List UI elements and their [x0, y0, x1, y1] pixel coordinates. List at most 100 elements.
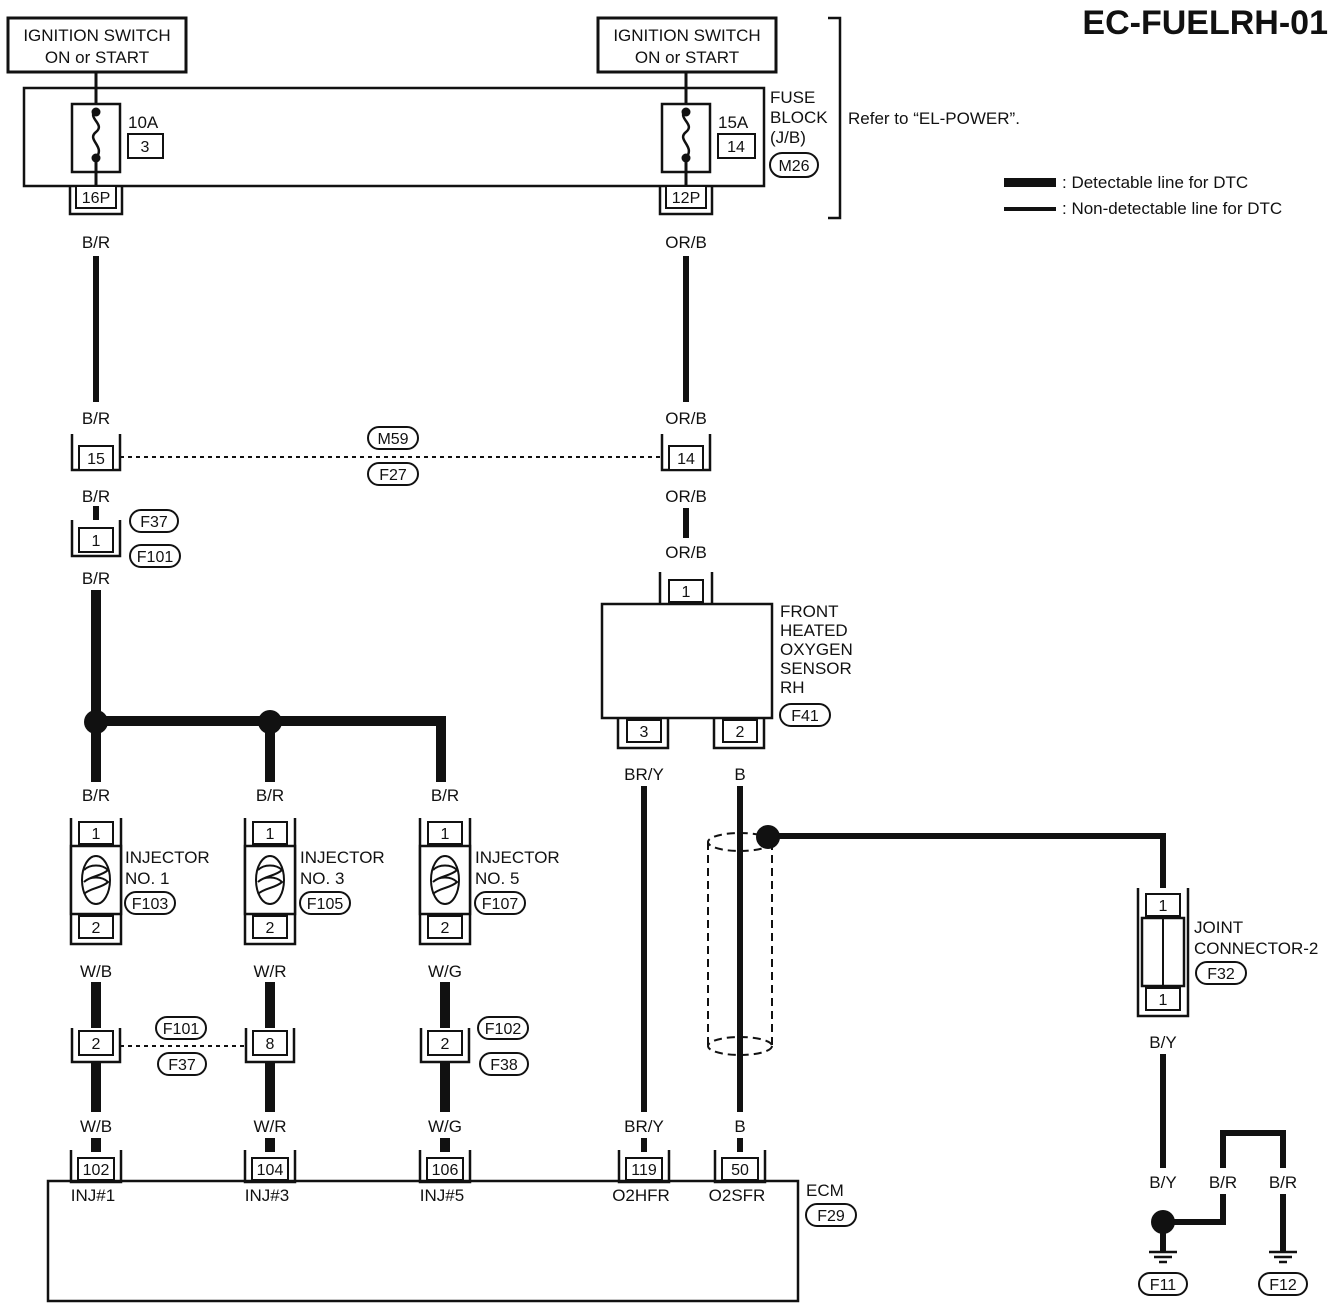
wire-label-injector-3-br: B/R	[256, 786, 284, 805]
o2-pin-2: 2	[736, 724, 745, 741]
refer-text: Refer to “EL-POWER”.	[848, 109, 1020, 128]
ignition-switch-right: IGNITION SWITCH ON or START	[596, 16, 778, 74]
connector-m59: M59	[377, 431, 408, 448]
ecm-pin-102: 102 INJ#1	[69, 1150, 123, 1205]
connector-f37-lower: F37	[168, 1057, 196, 1074]
o2-label-1: FRONT	[780, 602, 839, 621]
connector-f38: F38	[490, 1057, 518, 1074]
o2-label-5: RH	[780, 678, 805, 697]
wire-label-b-2: B	[734, 1117, 745, 1136]
wire-label-br-ground-1: B/R	[1209, 1173, 1237, 1192]
injector-1-connector: F103	[132, 896, 169, 913]
wire-label-br-4: B/R	[82, 569, 110, 588]
fuse-right-amp: 15A	[718, 113, 749, 132]
legend-detectable-swatch	[1004, 178, 1056, 187]
ecm-pin-106-name: INJ#5	[420, 1186, 464, 1205]
wire-label-br-3: B/R	[82, 487, 110, 506]
ecm-pin-106: 106 INJ#5	[418, 1150, 472, 1205]
ecm-pin-102-num: 102	[83, 1162, 110, 1179]
pin-14: 14	[677, 451, 695, 468]
ecm-pin-104-num: 104	[257, 1162, 284, 1179]
fuse-block-label-3: (J/B)	[770, 128, 806, 147]
o2-pin-1: 1	[682, 584, 691, 601]
refer-bracket	[828, 16, 842, 220]
wire-label-orb-2: OR/B	[665, 409, 707, 428]
connector-f101-f37-pins: 2 8 F101 F37	[70, 1016, 296, 1076]
ignition-left-line-2: ON or START	[45, 48, 149, 67]
wire-label-wb-2: W/B	[80, 1117, 112, 1136]
pin-f102-2: 2	[441, 1036, 450, 1053]
ecm-pin-119: 119 O2HFR	[612, 1150, 671, 1205]
injector-5-pin-1: 1	[441, 826, 450, 843]
connector-f102: F102	[485, 1021, 522, 1038]
ecm-pin-50-name: O2SFR	[709, 1186, 766, 1205]
ecm-pin-104: 104 INJ#3	[243, 1150, 297, 1205]
ecm-connector: F29	[817, 1208, 845, 1225]
injector-3-label-2: NO. 3	[300, 869, 344, 888]
wire-label-wr-2: W/R	[253, 1117, 286, 1136]
wire-label-wr-1: W/R	[253, 962, 286, 981]
pin-2-left: 2	[92, 1036, 101, 1053]
wire-label-by-1: B/Y	[1149, 1033, 1176, 1052]
wire-label-wg-2: W/G	[428, 1117, 462, 1136]
connector-16p: 16P	[68, 185, 124, 216]
wire-label-injector-1-br: B/R	[82, 786, 110, 805]
wire-label-orb-3: OR/B	[665, 487, 707, 506]
ignition-right-line-2: ON or START	[635, 48, 739, 67]
ecm-pin-104-name: INJ#3	[245, 1186, 289, 1205]
wire-label-by-2: B/Y	[1149, 1173, 1176, 1192]
ecm-pin-119-name: O2HFR	[612, 1186, 670, 1205]
injector-5-pin-2: 2	[441, 920, 450, 937]
fuse-block: 10A 3 15A 14 FUSE BLOCK (J/B) M26	[22, 72, 828, 196]
wire-label-injector-5-br: B/R	[431, 786, 459, 805]
legend-detectable-text: : Detectable line for DTC	[1062, 173, 1248, 192]
ecm-pin-119-num: 119	[631, 1162, 657, 1179]
ecm-pin-50-num: 50	[731, 1162, 749, 1179]
joint-label-2: CONNECTOR-2	[1194, 939, 1318, 958]
connector-m59-left-pin: 15	[70, 434, 122, 472]
connector-f101-lower: F101	[163, 1021, 200, 1038]
fuse-block-label-2: BLOCK	[770, 108, 828, 127]
injector-5-connector: F107	[482, 896, 519, 913]
ecm-label: ECM	[806, 1181, 844, 1200]
injector-1-label-1: INJECTOR	[125, 848, 210, 867]
joint-pin-bottom: 1	[1159, 992, 1168, 1009]
wire-label-orb-1: OR/B	[665, 233, 707, 252]
ground-f12: F12	[1269, 1277, 1297, 1294]
o2-label-4: SENSOR	[780, 659, 852, 678]
connector-12p-label: 12P	[672, 190, 700, 207]
injector-3: B/R 1 2 INJECTOR NO. 3 F105	[243, 786, 385, 946]
o2-pin-3: 3	[640, 724, 649, 741]
injector-1: B/R 1 2 INJECTOR NO. 1 F103	[69, 786, 210, 946]
ground-f11: F11	[1150, 1277, 1176, 1294]
ignition-right-line-1: IGNITION SWITCH	[613, 26, 760, 45]
wire-label-br-2: B/R	[82, 409, 110, 428]
fuse-right-number: 14	[727, 139, 745, 156]
wire-label-orb-4: OR/B	[665, 543, 707, 562]
joint-pin-top: 1	[1159, 898, 1168, 915]
o2-connector: F41	[791, 708, 819, 725]
connector-f37: F37	[140, 514, 168, 531]
joint-label-1: JOINT	[1194, 918, 1243, 937]
legend: : Detectable line for DTC : Non-detectab…	[1004, 173, 1282, 218]
injector-3-label-1: INJECTOR	[300, 848, 385, 867]
fuse-block-label-1: FUSE	[770, 88, 815, 107]
ecm: ECM F29 102 INJ#1 104 INJ#3 106 INJ#5 11…	[46, 1150, 857, 1303]
pin-8: 8	[266, 1036, 275, 1053]
ecm-pin-102-name: INJ#1	[71, 1186, 115, 1205]
injector-3-pin-1: 1	[266, 826, 275, 843]
connector-f101: F101	[137, 549, 174, 566]
injector-1-pin-1: 1	[92, 826, 101, 843]
pin-f37-1: 1	[92, 533, 101, 550]
connector-12p: 12P	[658, 185, 714, 216]
connector-16p-label: 16P	[82, 190, 110, 207]
joint-connector-2: 1 1 JOINT CONNECTOR-2 F32	[1136, 888, 1318, 1018]
injector-1-pin-2: 2	[92, 920, 101, 937]
connector-f102-pin: 2 F102 F38	[419, 1016, 529, 1076]
o2-label-3: OXYGEN	[780, 640, 853, 659]
wire-label-bry-2: BR/Y	[624, 1117, 664, 1136]
diagram-title: EC-FUELRH-01	[1082, 4, 1328, 42]
wire-label-br-ground-2: B/R	[1269, 1173, 1297, 1192]
injector-5-label-2: NO. 5	[475, 869, 519, 888]
joint-connector-id: F32	[1207, 966, 1235, 983]
